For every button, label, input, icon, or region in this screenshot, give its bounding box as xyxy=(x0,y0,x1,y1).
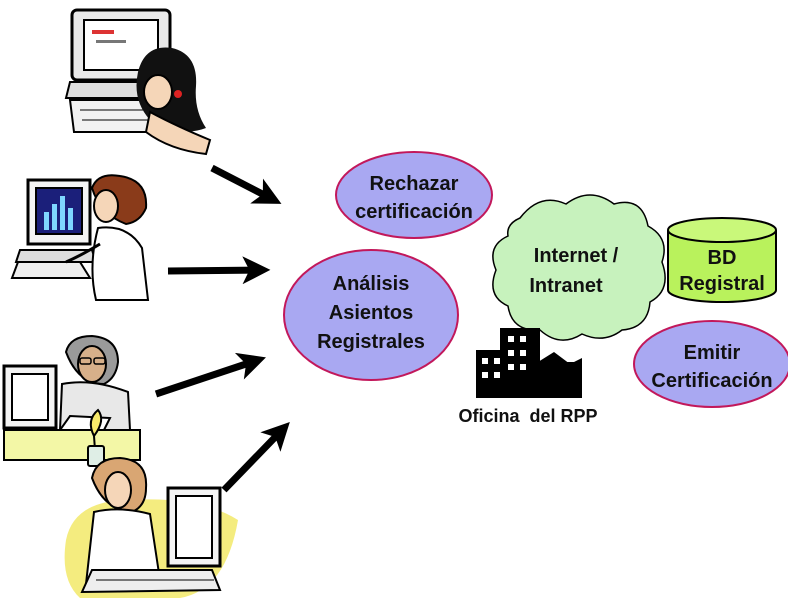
user-3-at-computer-icon xyxy=(2,334,141,467)
bd-line-2: Registral xyxy=(679,273,765,295)
arrow-user2 xyxy=(167,256,271,285)
analisis-asientos-node: Análisis Asientos Registrales xyxy=(283,249,459,381)
analisis-line-1: Análisis xyxy=(333,273,410,295)
arrow-user1 xyxy=(210,164,282,204)
internet-line-1: Internet / xyxy=(534,245,619,267)
arrows xyxy=(154,164,290,493)
arrow-user3 xyxy=(154,352,266,398)
user-4-at-computer-icon xyxy=(64,456,238,598)
analisis-line-3: Registrales xyxy=(317,331,425,353)
user-1-at-computer-icon xyxy=(64,8,212,156)
bd-line-1: BD xyxy=(708,247,737,269)
building-icon xyxy=(476,328,582,398)
rechazar-line-2: certificación xyxy=(355,201,473,223)
office-label: Oficina del RPP xyxy=(458,406,597,426)
internet-cloud: Internet / Intranet xyxy=(492,194,666,341)
emitir-line-1: Emitir xyxy=(684,342,741,364)
emitir-line-2: Certificación xyxy=(651,370,772,392)
rechazar-certificacion-node: Rechazar certificación xyxy=(335,151,493,239)
internet-line-2: Intranet xyxy=(529,275,603,297)
rechazar-line-1: Rechazar xyxy=(370,173,459,195)
emitir-certificacion-node: Emitir Certificación xyxy=(633,320,788,408)
arrow-user4 xyxy=(221,421,290,493)
user-2-at-computer-icon xyxy=(10,174,150,301)
analisis-line-2: Asientos xyxy=(329,302,413,324)
bd-registral-database: BD Registral xyxy=(667,217,777,303)
